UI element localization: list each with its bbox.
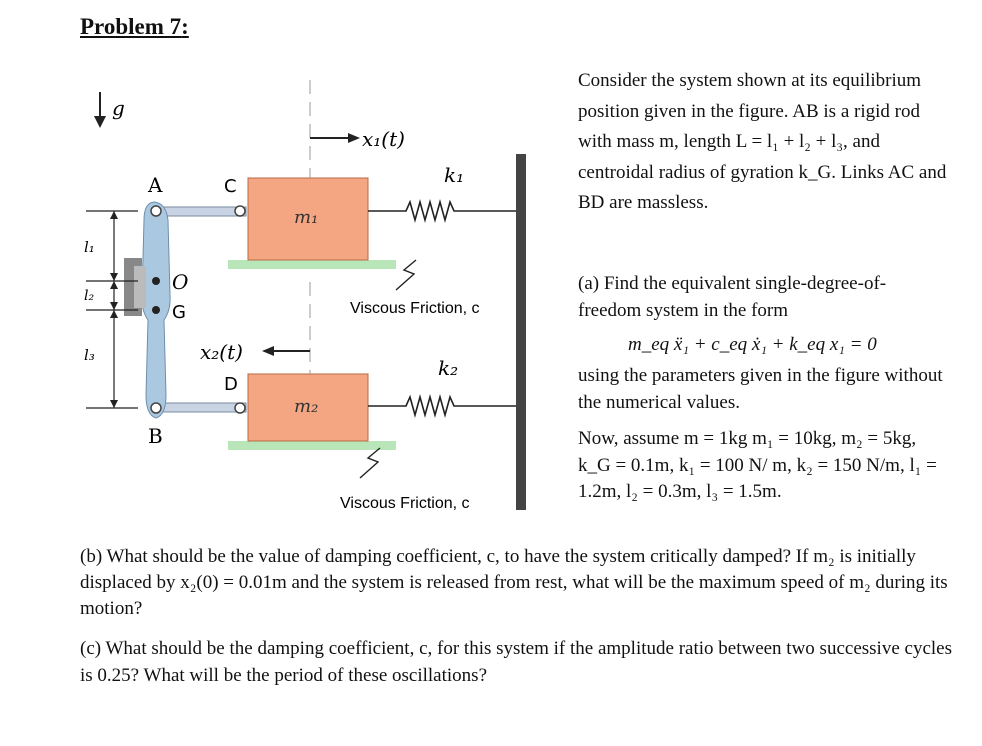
given-values: Now, assume m = 1kg m₁ = 10kg, m₂ = 5kg,… [578,428,937,502]
x1-label: x₁(t) [362,127,405,151]
label-D: D [224,374,238,395]
friction-label-lower: Viscous Friction, c [340,495,470,512]
label-B: B [148,424,163,448]
link-BD [157,402,247,413]
mass-m2 [247,373,369,442]
x2-label: x₂(t) [200,340,243,364]
link-AC [157,206,247,217]
floor-lower [228,441,396,450]
label-G: G [172,302,186,323]
intro-text: Consider the system shown at its equilib… [578,70,947,213]
spring-k2 [368,394,516,418]
friction-arrow-upper [395,259,417,291]
spring-k1 [368,199,516,223]
friction-arrow-lower [359,447,381,479]
spring-k1-label: k₁ [444,163,464,187]
right-wall [516,154,526,510]
joint-B [150,402,162,414]
joint-C [234,205,246,217]
mass-m2-label: m₂ [294,396,318,417]
label-l3: l₃ [84,346,95,364]
label-A: A [147,173,163,197]
mass-m1 [247,177,369,261]
part-a-lead: (a) Find the equivalent single-degree-of… [578,273,887,321]
problem-title: Problem 7: [80,14,189,39]
part-b-question: (b) What should be the value of damping … [80,546,948,619]
floor-upper [228,260,396,269]
part-c-question: (c) What should be the damping coefficie… [80,638,952,686]
spring-k2-label: k₂ [438,356,458,380]
dimension-lines [86,210,138,409]
joint-A [150,205,162,217]
friction-label-upper: Viscous Friction, c [350,300,480,317]
part-a-tail: using the parameters given in the figure… [578,365,943,413]
x1-arrow [310,133,360,143]
pivot-O [152,277,160,285]
mass-m1-label: m₁ [294,207,318,228]
part-a-equation: m_eq ẍ₁ + c_eq ẋ₁ + k_eq x₁ = 0 [628,334,877,355]
pivot-support-inner [134,266,146,308]
label-C: C [224,176,237,197]
joint-D [234,402,246,414]
label-l2: l₂ [84,288,94,304]
label-O: O [172,270,188,294]
gravity-label: g [112,96,125,120]
centroid-G [152,306,160,314]
mechanical-system-figure: g m₁ m₂ k₁ k₂ x₁(t) x₂(t) [84,80,526,512]
gravity-arrow [94,92,106,128]
x2-arrow [262,346,310,356]
label-l1: l₁ [84,238,95,256]
